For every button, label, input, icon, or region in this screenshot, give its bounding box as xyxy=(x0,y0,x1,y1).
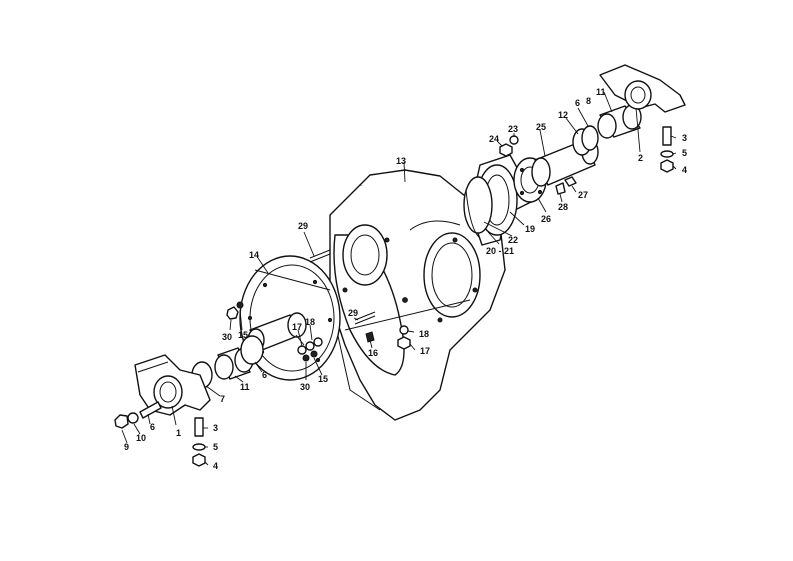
label-3-left: 3 xyxy=(213,423,218,433)
right-nut-4 xyxy=(660,159,674,173)
stud-29-left xyxy=(309,249,331,263)
label-2: 2 xyxy=(638,153,643,163)
label-22: 22 xyxy=(508,235,518,245)
nut-17-center xyxy=(397,336,411,350)
washer-23 xyxy=(509,135,519,145)
label-29-center: 29 xyxy=(348,308,358,318)
label-5-left: 5 xyxy=(213,442,218,452)
label-4-right: 4 xyxy=(682,165,687,175)
label-4-left: 4 xyxy=(213,461,218,471)
label-24: 24 xyxy=(489,134,499,144)
label-17-left: 17 xyxy=(292,322,302,332)
nut-24 xyxy=(499,143,513,157)
label-13: 13 xyxy=(396,156,406,166)
label-28: 28 xyxy=(558,202,568,212)
label-20-21: 20 - 21 xyxy=(486,246,514,256)
leader-lines xyxy=(121,91,677,466)
label-6-right: 6 xyxy=(575,98,580,108)
left-nut-4 xyxy=(192,453,206,467)
label-10: 10 xyxy=(136,433,146,443)
washer-28 xyxy=(555,182,566,195)
label-3-right: 3 xyxy=(682,133,687,143)
label-9: 9 xyxy=(124,442,129,452)
left-vertical-stud-3 xyxy=(194,417,204,437)
label-6-left-ring: 6 xyxy=(262,370,267,380)
bolt-30-left xyxy=(226,306,239,320)
label-11-left: 11 xyxy=(240,382,250,392)
bolt-27 xyxy=(564,176,577,187)
shim-20-21 xyxy=(465,189,481,239)
label-5-right: 5 xyxy=(682,148,687,158)
left-seal-ring-6 xyxy=(240,335,264,365)
right-vertical-stud-3 xyxy=(662,126,672,146)
left-washer-5 xyxy=(192,443,206,451)
right-washer-5 xyxy=(660,150,674,158)
label-1: 1 xyxy=(176,428,181,438)
label-27: 27 xyxy=(578,190,588,200)
right-trunnion-bracket xyxy=(599,64,686,113)
label-16: 16 xyxy=(368,348,378,358)
label-23: 23 xyxy=(508,124,518,134)
left-washer-10 xyxy=(127,412,139,424)
label-19: 19 xyxy=(525,224,535,234)
label-14: 14 xyxy=(249,250,259,260)
label-30-left: 30 xyxy=(222,332,232,342)
callout-labels: 1 2 3 3 4 4 5 5 6 6 6 7 8 9 10 11 11 12 … xyxy=(124,87,687,471)
right-seal-6 xyxy=(581,125,599,151)
washer-18-center xyxy=(399,325,409,335)
left-stud-bolt-8 xyxy=(139,401,162,419)
label-18-right: 18 xyxy=(419,329,429,339)
flange-bolt-cluster xyxy=(295,334,323,362)
label-11-right: 11 xyxy=(596,87,606,97)
label-29-left: 29 xyxy=(298,221,308,231)
label-15-left: 15 xyxy=(238,330,248,340)
label-26: 26 xyxy=(541,214,551,224)
stud-29-center xyxy=(354,311,376,325)
label-7: 7 xyxy=(220,394,225,404)
label-18-left: 18 xyxy=(305,317,315,327)
bolt-15-left xyxy=(236,301,244,309)
label-17-right: 17 xyxy=(420,346,430,356)
right-bushing-11 xyxy=(597,104,642,139)
label-15-center: 15 xyxy=(318,374,328,384)
label-8: 8 xyxy=(586,96,591,106)
left-nut-9 xyxy=(114,414,129,429)
label-6-left-stud: 6 xyxy=(150,422,155,432)
pin-16 xyxy=(365,331,375,343)
label-25: 25 xyxy=(536,122,546,132)
left-trunnion-bracket xyxy=(134,354,211,416)
label-12: 12 xyxy=(558,110,568,120)
label-30-center: 30 xyxy=(300,382,310,392)
